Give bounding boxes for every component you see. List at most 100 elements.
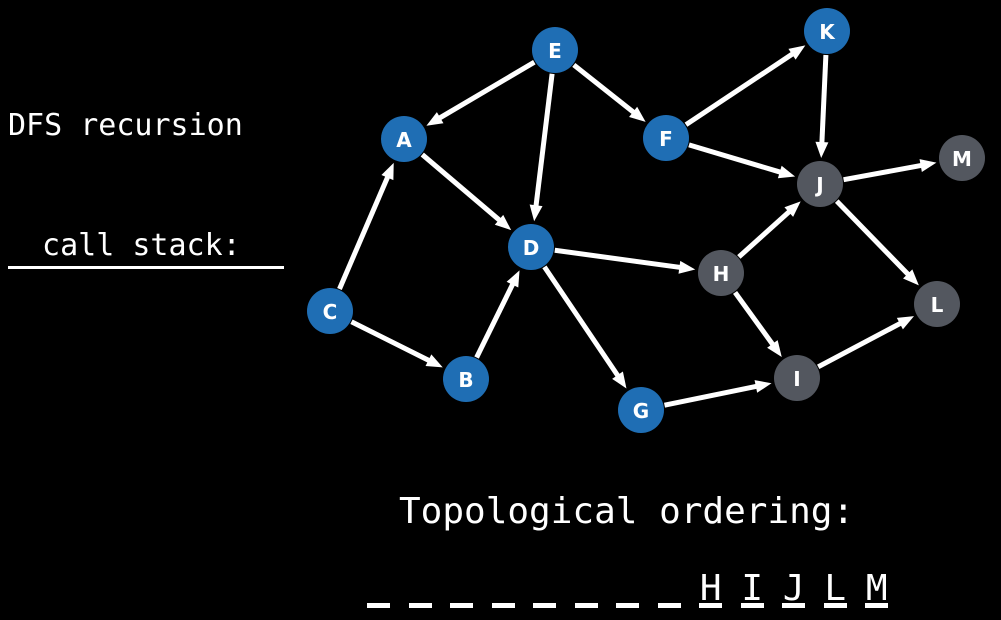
- topological-slot-7: [607, 556, 649, 608]
- edge-A-D: [420, 152, 503, 223]
- arrowhead-F-K: [788, 45, 806, 60]
- topological-slot-1: [358, 556, 400, 608]
- graph-node-L[interactable]: L: [914, 281, 960, 327]
- node-circle-M[interactable]: [939, 135, 985, 181]
- arrowhead-I-L: [896, 316, 915, 330]
- topological-slot-4: [483, 556, 525, 608]
- arrowhead-C-A: [381, 162, 394, 181]
- topological-slot-13: M: [856, 556, 898, 608]
- topological-slot-12: L: [815, 556, 857, 608]
- topological-slot-underline: [533, 603, 556, 608]
- edge-F-K: [684, 51, 796, 127]
- node-circle-C[interactable]: [307, 288, 353, 334]
- edge-H-J: [737, 208, 792, 259]
- node-circle-E[interactable]: [532, 27, 578, 73]
- node-group: A B C D E F G H I J K L M: [307, 8, 985, 433]
- edge-H-I: [733, 290, 776, 348]
- graph-node-G[interactable]: G: [618, 387, 664, 433]
- graph-node-E[interactable]: E: [532, 27, 578, 73]
- topological-slot-9: H: [690, 556, 732, 608]
- graph-node-C[interactable]: C: [307, 288, 353, 334]
- arrowhead-E-D: [529, 204, 543, 222]
- graph-node-J[interactable]: J: [797, 161, 843, 207]
- edge-J-M: [843, 162, 924, 183]
- topological-slot-letter: L: [824, 568, 847, 609]
- topological-ordering-label: Topological ordering:: [399, 491, 855, 532]
- arrowhead-H-J: [784, 201, 801, 217]
- topological-slot-5: [524, 556, 566, 608]
- topological-slot-underline: [367, 603, 390, 608]
- graph-node-H[interactable]: H: [698, 250, 744, 296]
- graph-node-M[interactable]: M: [939, 135, 985, 181]
- node-circle-H[interactable]: [698, 250, 744, 296]
- call-stack-title-line1: DFS recursion: [8, 108, 243, 143]
- arrowhead-F-J: [777, 165, 796, 179]
- edge-J-L: [834, 199, 911, 278]
- graph-node-I[interactable]: I: [774, 355, 820, 401]
- topological-slot-letter: M: [865, 568, 888, 609]
- topological-slot-underline: [450, 603, 473, 608]
- graph-node-D[interactable]: D: [508, 224, 554, 270]
- edge-G-I: [664, 383, 759, 408]
- arrowhead-E-F: [629, 106, 646, 122]
- node-circle-G[interactable]: [618, 387, 664, 433]
- edge-E-D: [533, 73, 555, 208]
- call-stack-title-line2: call stack:: [8, 226, 284, 269]
- node-circle-J[interactable]: [797, 161, 843, 207]
- edge-B-D: [474, 281, 516, 359]
- topological-slot-underline: [616, 603, 639, 608]
- topological-slot-underline: [657, 603, 681, 608]
- topological-slot-underline: [574, 603, 598, 608]
- arrowhead-E-A: [426, 112, 444, 126]
- node-circle-K[interactable]: [804, 8, 850, 54]
- arrowhead-C-B: [425, 354, 443, 368]
- arrowhead-J-L: [903, 269, 919, 286]
- topological-slot-letter: I: [741, 568, 764, 609]
- arrowhead-G-I: [754, 380, 772, 393]
- graph-node-B[interactable]: B: [443, 356, 489, 402]
- topological-slot-letter: H: [699, 568, 722, 609]
- edge-D-G: [542, 265, 621, 379]
- arrowhead-H-I: [767, 340, 782, 357]
- graph-node-K[interactable]: K: [804, 8, 850, 54]
- arrowhead-J-M: [919, 159, 937, 172]
- topological-slot-underline: [491, 603, 515, 608]
- edge-I-L: [817, 320, 903, 369]
- node-circle-B[interactable]: [443, 356, 489, 402]
- edge-D-H: [554, 247, 682, 271]
- topological-slot-6: [566, 556, 608, 608]
- topological-slot-underline: [823, 603, 847, 608]
- topological-slot-3: [441, 556, 483, 608]
- topological-slot-underline: [408, 603, 432, 608]
- topological-slot-underline: [782, 603, 805, 608]
- arrowhead-D-G: [612, 371, 627, 389]
- call-stack-panel: DFS recursion call stack:: [8, 26, 284, 349]
- graph-node-A[interactable]: A: [381, 116, 427, 162]
- edge-C-A: [337, 174, 391, 290]
- topological-slot-11: J: [773, 556, 815, 608]
- arrowhead-A-D: [494, 214, 512, 231]
- edge-E-A: [437, 60, 536, 121]
- graph-node-F[interactable]: F: [643, 115, 689, 161]
- arrowhead-B-D: [506, 270, 520, 288]
- edge-K-J: [819, 54, 829, 145]
- edge-group: [337, 45, 937, 408]
- topological-slot-underline: [699, 603, 722, 608]
- topological-slot-underline: [740, 603, 764, 608]
- topological-slot-10: I: [732, 556, 774, 608]
- node-circle-A[interactable]: [381, 116, 427, 162]
- edge-E-F: [572, 62, 637, 116]
- node-circle-D[interactable]: [508, 224, 554, 270]
- topological-slot-underline: [865, 603, 888, 608]
- topological-slot-8: [649, 556, 691, 608]
- edge-C-B: [350, 319, 432, 364]
- topological-slot-2: [400, 556, 442, 608]
- arrowhead-K-J: [815, 141, 829, 159]
- arrowhead-D-H: [678, 260, 696, 274]
- node-circle-I[interactable]: [774, 355, 820, 401]
- topological-slot-letter: J: [782, 568, 805, 609]
- node-circle-L[interactable]: [914, 281, 960, 327]
- node-circle-F[interactable]: [643, 115, 689, 161]
